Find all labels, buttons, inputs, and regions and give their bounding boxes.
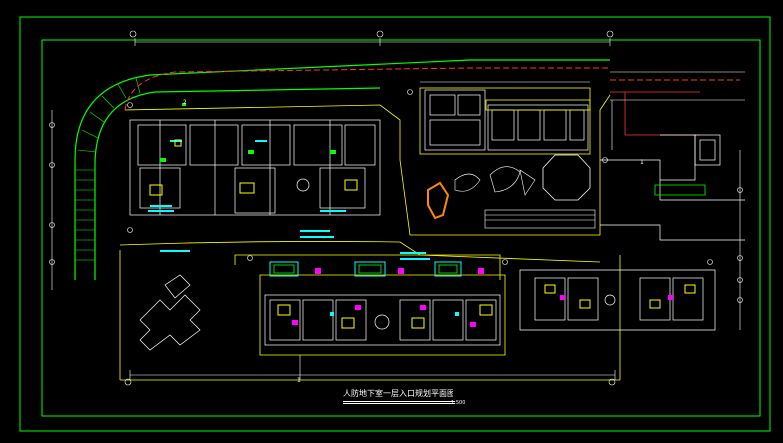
left-dimension-line: [49, 110, 55, 290]
top-dimension-line: [134, 38, 611, 46]
plaza-circle: [296, 178, 310, 192]
title-underline: [343, 401, 455, 402]
south-building-block: [264, 294, 501, 346]
drawing-scale: 1:500: [451, 400, 466, 406]
east-road-green: [654, 184, 706, 196]
site-boundary-lower: [119, 250, 621, 381]
site-boundary: [124, 94, 611, 236]
east-block-boundary: [519, 269, 716, 331]
south-plaza-circle: [374, 314, 390, 330]
grid-label-left: 2: [183, 99, 187, 106]
entrance-boxes: [269, 261, 462, 277]
grid-label-bottom: 1: [297, 377, 301, 384]
grid-label-right: 1: [640, 159, 644, 166]
south-yellow-boundary: [234, 254, 506, 356]
east-building: [660, 134, 721, 181]
white-road-east: [610, 71, 745, 101]
north-block-yellow-cores: [149, 139, 358, 196]
red-road-down: [624, 92, 700, 136]
entrance-green: [273, 264, 458, 274]
community-yellow-lines: [419, 87, 591, 155]
grid-marker: [606, 30, 614, 38]
southwest-building: [139, 274, 201, 351]
outer-frame: [19, 16, 771, 432]
landscape-shapes: [454, 166, 596, 229]
north-block-green-marks: [160, 103, 336, 162]
south-block-yellow: [277, 304, 493, 329]
red-road-line: [124, 67, 610, 111]
inner-frame: [41, 39, 761, 417]
bottom-dimension-line: [129, 370, 616, 380]
south-block-magenta: [292, 305, 476, 327]
north-building-block: [129, 119, 381, 216]
grid-marker: [124, 378, 132, 386]
grid-marker: [608, 378, 616, 386]
site-boundary-inner: [119, 241, 601, 263]
south-block-cyan: [330, 312, 459, 316]
octagon-pavilion: [542, 154, 591, 201]
green-road-outer: [74, 59, 610, 280]
orange-feature: [427, 181, 450, 220]
east-plaza-circle: [604, 294, 616, 306]
road-node-markers: [127, 89, 713, 265]
community-dimension: [420, 81, 613, 150]
title-underline-2: [343, 403, 455, 404]
green-road-inner: [94, 87, 381, 280]
east-block-yellow: [544, 284, 696, 309]
east-road-white: [600, 159, 745, 241]
north-block-cyan-labels: [148, 140, 430, 260]
community-building: [424, 89, 589, 151]
grid-marker: [129, 30, 137, 38]
grid-marker: [376, 30, 384, 38]
drawing-title: 人防地下室一层入口规划平面图: [343, 389, 453, 398]
east-block-magenta: [560, 295, 673, 300]
entrance-magenta: [315, 268, 484, 274]
